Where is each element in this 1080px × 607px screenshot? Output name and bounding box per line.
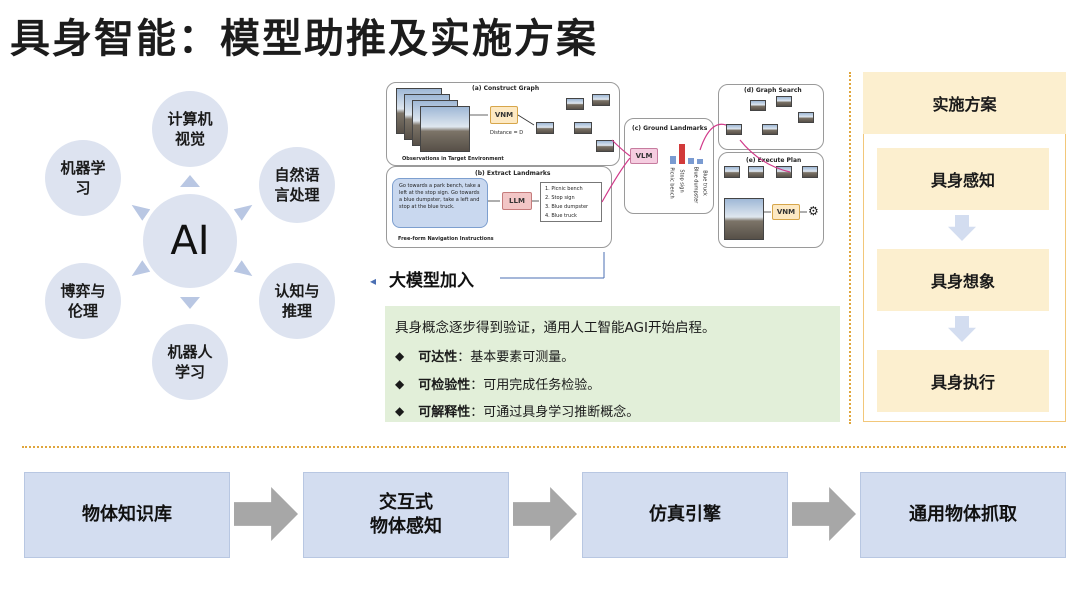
landmark-item: 1. Picnic bench (545, 186, 583, 192)
score-bar (679, 144, 685, 164)
instruction-bubble: Go towards a park bench, take a left at … (392, 178, 488, 228)
robot-view-photo (724, 198, 764, 240)
graph-node-photo (726, 124, 742, 135)
graph-node-photo (762, 124, 778, 135)
graph-node-photo (750, 100, 766, 111)
flow-object-knowledge-base: 物体知识库 (24, 472, 230, 558)
diamond-bullet-icon: ◆ (395, 403, 405, 418)
flow-interactive-perception: 交互式 物体感知 (303, 472, 509, 558)
score-bar (697, 159, 703, 164)
diamond-bullet-icon: ◆ (395, 348, 405, 363)
arrow-up-icon (180, 175, 200, 187)
plan-step-perception: 具身感知 (877, 148, 1049, 210)
graph-node-photo (596, 140, 614, 152)
score-bar (688, 158, 694, 164)
flow-simulation-engine: 仿真引擎 (582, 472, 788, 558)
label-execute-plan: (e) Execute Plan (746, 157, 802, 164)
concept-item: ◆ 可检验性 ：可用完成任务检验。 (395, 374, 601, 394)
label-extract-landmarks: (b) Extract Landmarks (475, 170, 551, 177)
node-nlp: 自然语 言处理 (259, 147, 335, 223)
plan-photo (724, 166, 740, 178)
node-computer-vision: 计算机 视觉 (152, 91, 228, 167)
landmark-list: 1. Picnic bench 2. Stop sign 3. Blue dum… (540, 182, 602, 222)
graph-node-photo (566, 98, 584, 110)
node-ai-center: AI (143, 194, 237, 288)
robot-icon: ⚙ (808, 204, 819, 218)
pointer-arrow-icon: ◂ (370, 274, 377, 288)
big-model-label: 大模型加入 (389, 271, 474, 291)
vlm-box: VLM (630, 148, 658, 164)
score-bar (670, 156, 676, 164)
concept-text: ：可通过具身学习推断概念。 (470, 405, 640, 420)
node-game-ethics: 博弈与 伦理 (45, 263, 121, 339)
landmark-score-bars (666, 140, 710, 164)
graph-node-photo (798, 112, 814, 123)
graph-node-photo (592, 94, 610, 106)
flow-general-grasping: 通用物体抓取 (860, 472, 1066, 558)
concept-text: ：可用完成任务检验。 (470, 378, 601, 393)
concept-keyword: 可检验性 (418, 378, 471, 393)
node-robot-learning: 机器人 学习 (152, 324, 228, 400)
graph-node-photo (776, 96, 792, 107)
label-observations: Observations in Target Environment (402, 156, 504, 162)
plan-step-execution: 具身执行 (877, 350, 1049, 412)
vertical-divider (849, 72, 851, 424)
plan-photo (748, 166, 764, 178)
concept-item: ◆ 可达性 ：基本要素可测量。 (395, 346, 575, 366)
label-distance: Distance = D (490, 130, 524, 136)
graph-node-photo (536, 122, 554, 134)
llm-box: LLM (502, 192, 532, 210)
diamond-bullet-icon: ◆ (395, 376, 405, 391)
horizontal-divider (22, 446, 1066, 448)
plan-step-imagination: 具身想象 (877, 249, 1049, 311)
landmark-item: 2. Stop sign (545, 195, 575, 201)
label-free-form: Free-form Navigation Instructions (398, 236, 494, 242)
label-graph-search: (d) Graph Search (744, 87, 802, 94)
concept-keyword: 可解释性 (418, 405, 471, 420)
arrow-down-icon (180, 297, 200, 309)
graph-node-photo (574, 122, 592, 134)
label-ground-landmarks: (c) Ground Landmarks (632, 125, 708, 132)
plan-photo (802, 166, 818, 178)
vnm-box: VNM (772, 204, 800, 220)
node-machine-learning: 机器学 习 (45, 140, 121, 216)
concept-item: ◆ 可解释性 ：可通过具身学习推断概念。 (395, 401, 640, 421)
concept-lead: 具身概念逐步得到验证，通用人工智能AGI开始启程。 (395, 320, 716, 336)
concept-text: ：基本要素可测量。 (457, 350, 575, 365)
plan-header: 实施方案 (863, 72, 1066, 134)
landmark-item: 4. Blue truck (545, 213, 577, 219)
page-title: 具身智能：模型助推及实施方案 (10, 16, 598, 62)
concept-panel: 具身概念逐步得到验证，通用人工智能AGI开始启程。 ◆ 可达性 ：基本要素可测量… (385, 306, 840, 422)
landmark-item: 3. Blue dumpster (545, 204, 589, 210)
vnm-box: VNM (490, 106, 518, 124)
concept-keyword: 可达性 (418, 350, 458, 365)
label-construct-graph: (a) Construct Graph (472, 85, 540, 92)
observation-photo (420, 106, 470, 152)
node-cognition-reasoning: 认知与 推理 (259, 263, 335, 339)
